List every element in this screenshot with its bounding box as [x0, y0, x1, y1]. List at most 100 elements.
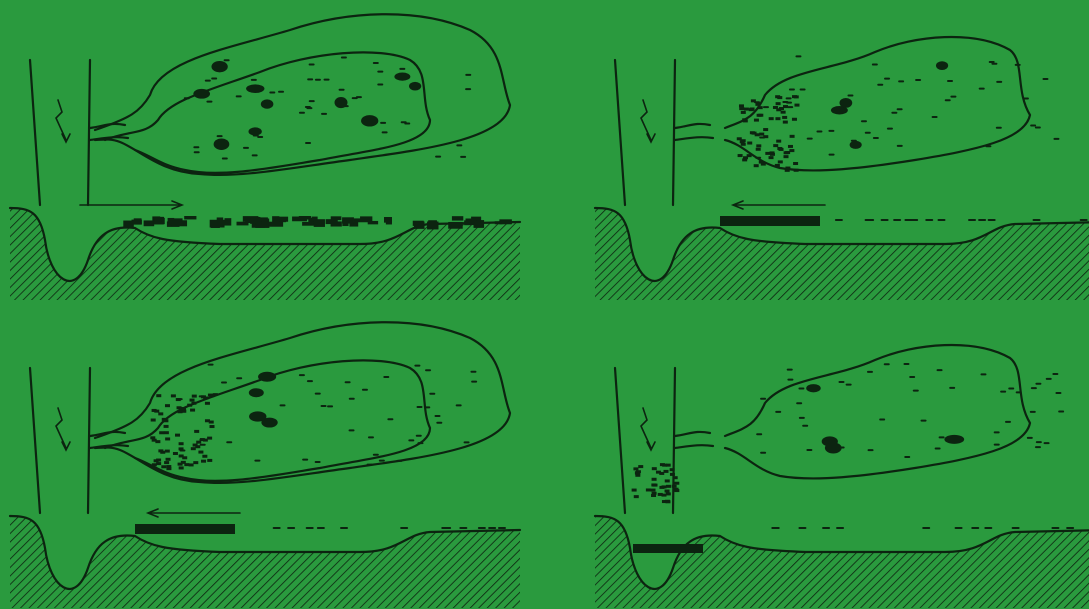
- dense-front-particle: [154, 410, 159, 413]
- hatched-ground: [595, 208, 1089, 300]
- dense-front-particle: [202, 455, 207, 458]
- bottom-sediment: [386, 220, 392, 224]
- dense-front-particle: [173, 452, 178, 455]
- dense-front-particle: [794, 104, 799, 107]
- shaft-particle: [672, 485, 677, 488]
- shaft-particle: [665, 479, 670, 482]
- dense-front-particle: [754, 119, 759, 122]
- shaft-particle: [652, 484, 657, 487]
- zigzag-arrowhead-icon: [647, 134, 655, 142]
- particle-blob: [806, 384, 821, 392]
- bottom-sediment: [134, 218, 142, 224]
- dense-front-particle: [191, 402, 196, 405]
- dense-front-particle: [189, 463, 194, 466]
- dense-front-particle: [190, 399, 195, 402]
- hatched-ground: [10, 516, 520, 608]
- particle-blob: [193, 89, 210, 99]
- particle-blob: [409, 82, 421, 91]
- dense-front-particle: [741, 143, 746, 146]
- dense-front-particle: [191, 447, 196, 450]
- shaft-particle: [662, 464, 667, 467]
- dense-front-particle: [151, 419, 156, 422]
- bottom-sediment: [168, 218, 175, 222]
- dense-front-particle: [781, 111, 786, 114]
- bottom-sediment: [342, 221, 348, 226]
- bottom-sediment: [452, 216, 463, 220]
- dense-front-particle: [757, 114, 762, 117]
- dense-front-particle: [775, 164, 780, 167]
- dense-front-particle: [150, 436, 155, 439]
- shaft-wall-right: [88, 60, 90, 205]
- particle-blob: [839, 98, 852, 108]
- particle-blob: [936, 61, 948, 70]
- connector-pipe-top: [675, 124, 710, 128]
- dense-front-particle: [761, 163, 766, 166]
- dense-front-particle: [177, 406, 182, 409]
- dense-front-particle: [779, 107, 784, 110]
- dense-front-particle: [156, 459, 161, 462]
- zigzag-arrow-icon: [56, 408, 66, 448]
- shaft-particle: [665, 490, 670, 493]
- shaft-particle: [651, 489, 656, 492]
- dense-front-particle: [782, 116, 787, 119]
- particle-blob: [246, 84, 264, 93]
- bottom-sediment: [471, 217, 481, 221]
- dense-front-particle: [792, 118, 797, 121]
- dense-front-particle: [773, 144, 778, 147]
- outer-cloud-outline: [725, 345, 1030, 478]
- panel-bottom-left: [10, 322, 520, 608]
- dense-front-particle: [744, 108, 749, 111]
- dense-front-particle: [156, 394, 161, 397]
- dense-front-particle: [176, 398, 181, 401]
- connector-pipe-bottom: [675, 137, 713, 140]
- dense-front-particle: [187, 404, 192, 407]
- zigzag-arrow-icon: [641, 408, 651, 448]
- shaft-particle: [674, 489, 679, 492]
- trap-sediment: [633, 544, 703, 553]
- dense-front-particle: [775, 117, 780, 120]
- dense-front-particle: [156, 462, 161, 465]
- bottom-sediment: [331, 216, 342, 220]
- dense-front-particle: [192, 395, 197, 398]
- shaft-particle: [632, 489, 637, 492]
- bottom-sediment: [448, 222, 462, 229]
- shaft-particle: [663, 470, 668, 473]
- connector-pipe-top: [675, 432, 710, 436]
- shaft-particle: [646, 488, 651, 491]
- shaft-particle: [656, 471, 661, 474]
- dense-front-particle: [178, 463, 183, 466]
- dense-front-particle: [184, 463, 189, 466]
- particle-blob: [258, 372, 276, 382]
- dense-front-particle: [783, 121, 788, 124]
- shaft-particle: [652, 492, 657, 495]
- shaft-wall-left: [30, 60, 40, 205]
- bottom-sediment: [237, 222, 249, 226]
- dense-front-particle: [754, 164, 759, 167]
- dense-front-particle: [209, 394, 214, 397]
- dense-front-particle: [162, 418, 167, 421]
- zigzag-arrow-icon: [641, 100, 651, 140]
- dense-front-particle: [164, 431, 169, 434]
- dense-front-particle: [195, 445, 200, 448]
- bottom-sediment: [314, 219, 325, 227]
- shaft-particle: [652, 478, 657, 481]
- particle-blob: [944, 435, 964, 444]
- dense-front-particle: [755, 103, 760, 106]
- dense-front-particle: [201, 460, 206, 463]
- dense-front-particle: [179, 447, 184, 450]
- outer-cloud-outline: [95, 14, 510, 175]
- shaft-wall-right: [88, 368, 90, 513]
- shaft-particle: [635, 474, 640, 477]
- dense-front-particle: [166, 458, 171, 461]
- dense-front-particle: [201, 395, 206, 398]
- dense-front-particle: [789, 149, 794, 152]
- dense-front-particle: [160, 451, 165, 454]
- bottom-sediment-cluster: [135, 524, 235, 534]
- dense-front-particle: [165, 404, 170, 407]
- dense-front-particle: [182, 456, 187, 459]
- shaft-particle: [659, 486, 664, 489]
- dense-front-particle: [794, 95, 799, 98]
- dense-front-particle: [158, 412, 163, 415]
- dense-front-particle: [756, 148, 761, 151]
